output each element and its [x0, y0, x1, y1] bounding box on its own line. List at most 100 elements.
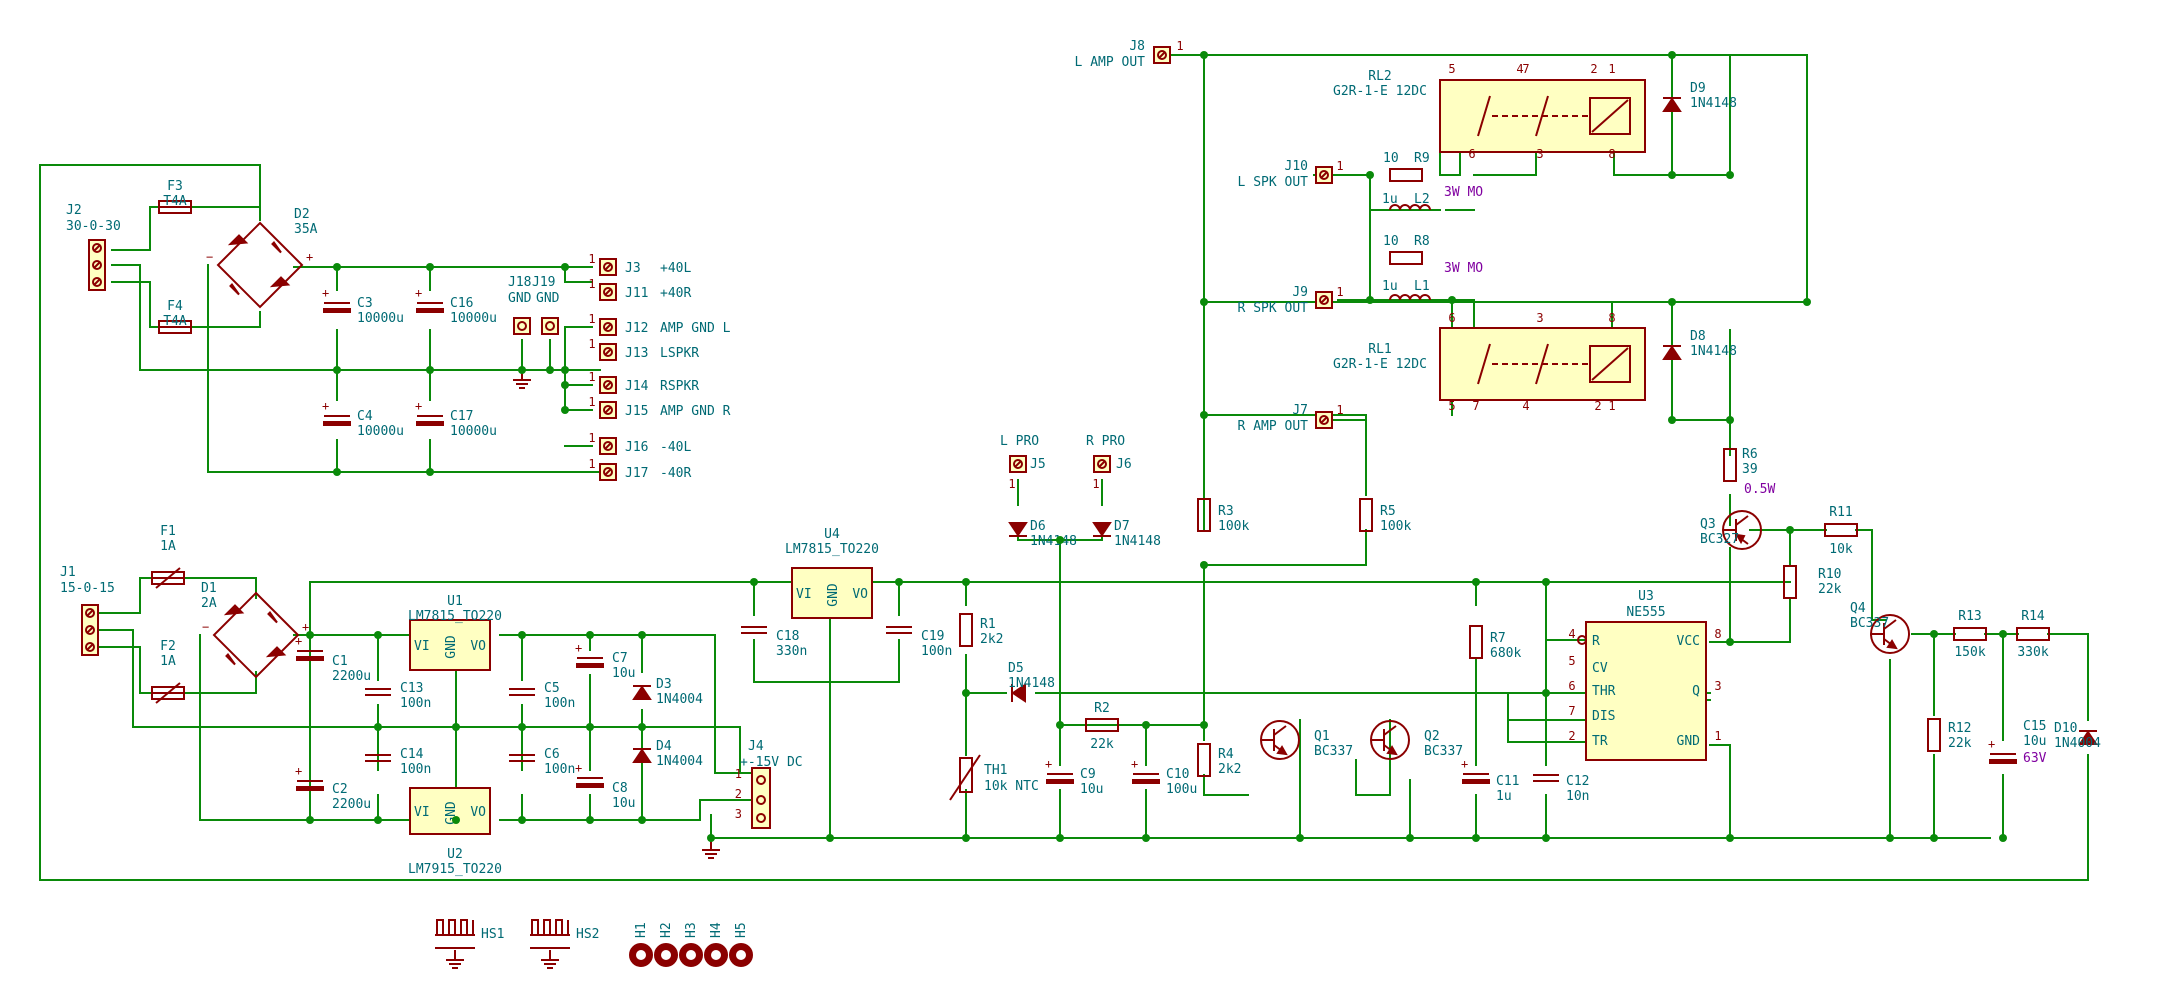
ground-symbol [541, 950, 559, 969]
junction-dot [962, 578, 970, 586]
pin-number: 1 [588, 312, 595, 326]
ref-c19: C19 [921, 629, 944, 644]
value-j8: L AMP OUT [1075, 55, 1146, 70]
wire [965, 654, 1007, 694]
junction-dot [374, 816, 382, 824]
pin-number: 8 [1608, 147, 1615, 161]
ref-j5: J5 [1030, 457, 1046, 472]
ref-rl2: RL2 [1368, 69, 1391, 84]
ref-c16: C16 [450, 296, 473, 311]
value-r9: 10 [1383, 151, 1399, 166]
value-r12: 22k [1948, 736, 1972, 751]
ref-l1: L1 [1414, 279, 1430, 294]
junction-dot [1056, 834, 1064, 842]
pin-number: 5 [1568, 654, 1575, 668]
ref-hs2: HS2 [576, 927, 599, 942]
value-c11: 1u [1496, 789, 1512, 804]
value-q3: BC327 [1700, 532, 1739, 547]
pin-r: R [1592, 634, 1600, 649]
wire [39, 164, 2089, 881]
pin-number: 6 [1468, 147, 1475, 161]
value-r8: 10 [1383, 234, 1399, 249]
junction-dot [561, 366, 569, 374]
pin-thr: THR [1592, 684, 1616, 699]
junction-dot [561, 406, 569, 414]
pin-q: Q [1692, 684, 1700, 699]
polarity-mark: + [322, 399, 329, 413]
ref-c17: C17 [450, 409, 473, 424]
pin-number: 1 [588, 370, 595, 384]
value-d3: 1N4004 [656, 692, 703, 707]
resistor-r2 [1085, 718, 1119, 732]
value-c6: 100n [544, 762, 575, 777]
junction-dot [561, 263, 569, 271]
pin-gnd: GND [826, 583, 841, 607]
ref-c1: C1 [332, 654, 348, 669]
ref-f4: F4 [167, 299, 183, 314]
value-f3: T4A [163, 194, 187, 209]
junction-dot [1142, 834, 1150, 842]
value-j12: AMP GND L [660, 321, 731, 336]
components: J230-0-30F3T4AF4T4AD235A+−+C310000u+C161… [60, 39, 2101, 969]
wire [1203, 529, 1367, 566]
ref-hs1: HS1 [481, 927, 504, 942]
junction-dot [1726, 834, 1734, 842]
wires [39, 54, 2089, 881]
junction-dot [1472, 834, 1480, 842]
pin-vcc: VCC [1677, 634, 1700, 649]
wire [111, 281, 159, 328]
value-j1: 15-0-15 [60, 581, 115, 596]
wire [1984, 633, 2004, 741]
pin-number: 3 [1536, 147, 1543, 161]
polarity-mark: + [1045, 757, 1052, 771]
wire [1671, 54, 1731, 176]
ref-h5: H5 [734, 922, 749, 938]
wire [39, 164, 261, 216]
mounting-hole-h3: H3 [679, 922, 703, 967]
pin-vi: VI [796, 587, 812, 602]
ref-r8: R8 [1414, 234, 1430, 249]
value-r7: 680k [1490, 646, 1521, 661]
connector-j8: 1J8 [1129, 39, 1184, 64]
value-j2: 30-0-30 [66, 219, 121, 234]
ref-d7: D7 [1114, 519, 1130, 534]
junction-dot [374, 631, 382, 639]
ref-j16: J16 [625, 440, 648, 455]
ref-r13: R13 [1958, 609, 1981, 624]
junction-dot [1142, 721, 1150, 729]
pin-number: 8 [1714, 627, 1721, 641]
label-j10: L SPK OUT [1238, 175, 1309, 190]
value-r11: 10k [1829, 542, 1853, 557]
junction-dot [1726, 171, 1734, 179]
junction-dot [1726, 416, 1734, 424]
polarity-mark: + [322, 286, 329, 300]
junction-dot [333, 468, 341, 476]
label-j9: R SPK OUT [1238, 301, 1309, 316]
wire [96, 646, 153, 694]
pin-number: 7 [1568, 704, 1575, 718]
value-d4: 1N4004 [656, 754, 703, 769]
junction-dot [1930, 630, 1938, 638]
junction-dot [638, 816, 646, 824]
wire [1709, 744, 1731, 839]
value-r1: 2k2 [980, 632, 1003, 647]
value-c4: 10000u [357, 424, 404, 439]
junction-dot [426, 366, 434, 374]
ref-j19: J19 [532, 275, 555, 290]
